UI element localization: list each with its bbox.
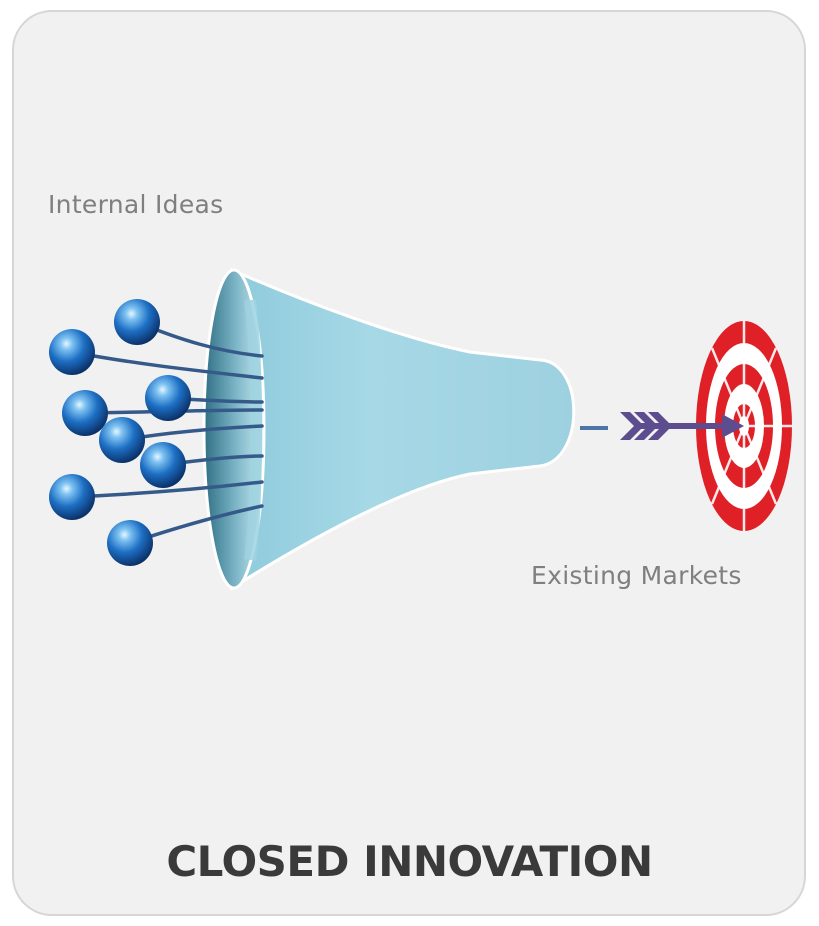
internal-ideas-label: Internal Ideas	[48, 190, 224, 219]
sphere-icon	[49, 474, 95, 520]
sphere-icon	[49, 329, 95, 375]
sphere-icon	[62, 390, 108, 436]
sphere-icon	[114, 299, 160, 345]
sphere-icon	[145, 375, 191, 421]
idea-spheres	[49, 299, 264, 566]
arrow-icon	[620, 412, 744, 440]
funnel-icon	[202, 267, 576, 591]
sphere-icon	[99, 417, 145, 463]
sphere-icon	[107, 520, 153, 566]
sphere-icon	[140, 442, 186, 488]
existing-markets-label: Existing Markets	[531, 561, 742, 590]
diagram-title: CLOSED INNOVATION	[166, 837, 653, 886]
